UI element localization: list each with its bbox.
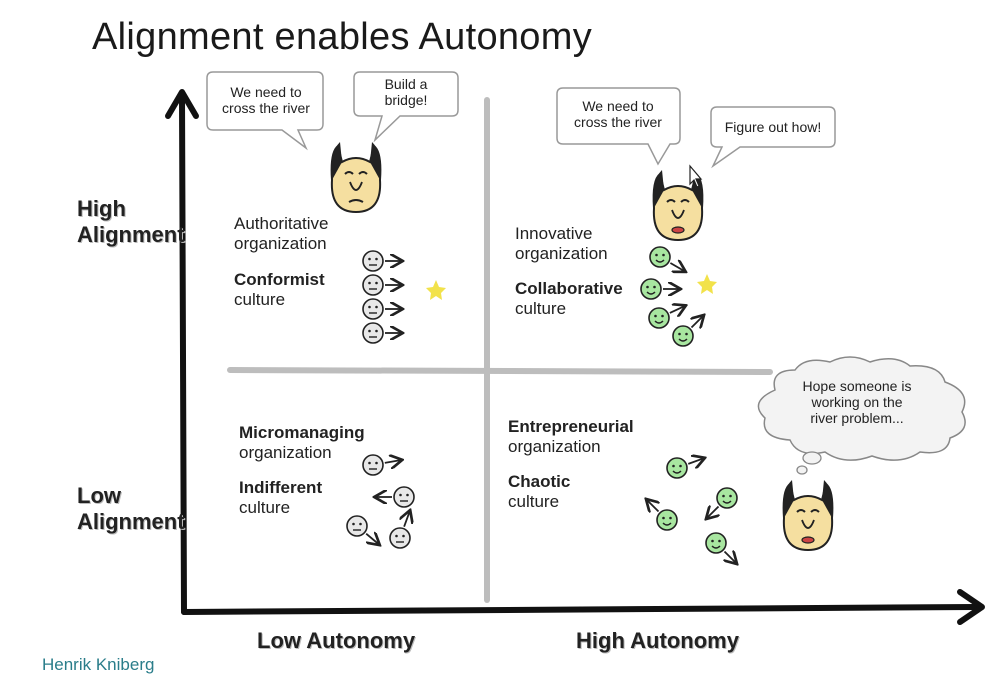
tr-culture-line1: Collaborative xyxy=(515,279,623,298)
tl-org-line1: Authoritative xyxy=(234,214,329,233)
direction-arrow xyxy=(669,263,684,271)
person-face-icon xyxy=(705,532,736,563)
direction-arrow xyxy=(647,500,658,511)
br-culture-line1: Chaotic xyxy=(508,472,571,491)
bl-org-line2: organization xyxy=(239,443,332,462)
tr-org-line2: organization xyxy=(515,244,608,263)
mouse-cursor-icon xyxy=(689,164,703,188)
faces-layer xyxy=(346,246,738,563)
direction-arrow xyxy=(707,506,718,517)
bubble-tl-2-line1: Build a xyxy=(384,76,428,92)
direction-arrow xyxy=(691,316,702,327)
person-face-icon xyxy=(648,306,685,329)
bl-org-label: Micromanaging organization xyxy=(239,423,365,463)
thought-line3: river problem... xyxy=(810,410,904,426)
tl-org-line2: organization xyxy=(234,234,327,253)
thought-dot-2 xyxy=(796,465,808,475)
tl-culture-line1: Conformist xyxy=(234,270,325,289)
x-label-high: High Autonomy xyxy=(576,628,739,653)
direction-arrow xyxy=(384,460,401,463)
person-face-icon xyxy=(707,487,738,518)
boss-figure-tl xyxy=(330,142,382,214)
bl-culture-line2: culture xyxy=(239,498,291,517)
br-org-label: Entrepreneurial organization xyxy=(508,417,634,457)
y-label-low-line2: Alignment xyxy=(77,509,185,534)
person-face-icon xyxy=(362,274,401,296)
direction-arrow xyxy=(687,458,703,463)
y-label-low-line1: Low xyxy=(77,483,121,508)
horizontal-divider xyxy=(227,367,773,375)
direction-arrow xyxy=(366,534,378,544)
speech-bubble-tr-2 xyxy=(710,106,836,169)
bubble-tr-1-line2: cross the river xyxy=(574,114,662,130)
br-culture-label: Chaotic culture xyxy=(508,472,570,512)
bubble-tr-2-text: Figure out how! xyxy=(714,119,832,135)
x-axis xyxy=(181,604,978,615)
thought-line1: Hope someone is xyxy=(802,378,912,394)
tl-org-label: Authoritative organization xyxy=(234,214,329,254)
tl-culture-label: Conformist culture xyxy=(234,270,325,310)
person-face-icon xyxy=(649,246,684,271)
br-org-line1: Entrepreneurial xyxy=(508,417,634,436)
person-face-icon xyxy=(647,500,678,531)
direction-arrow xyxy=(669,306,685,313)
tr-org-label: Innovative organization xyxy=(515,224,608,264)
thought-cloud-text: Hope someone is working on the river pro… xyxy=(782,378,932,426)
bubble-tl-2-text: Build a bridge! xyxy=(358,76,454,108)
person-face-icon xyxy=(672,316,703,347)
speech-bubble-tr-1 xyxy=(556,87,681,166)
direction-arrow xyxy=(724,551,735,562)
speech-bubble-tl-1 xyxy=(206,71,324,151)
br-culture-line2: culture xyxy=(508,492,560,511)
x-axis-arrowhead xyxy=(957,589,985,625)
tr-culture-line2: culture xyxy=(515,299,567,318)
person-face-icon xyxy=(376,486,415,508)
person-face-icon xyxy=(666,458,703,479)
thought-cloud xyxy=(757,356,966,461)
y-label-high-line1: High xyxy=(77,196,126,221)
bl-org-line1: Micromanaging xyxy=(239,423,365,442)
bubble-tr-1-line1: We need to xyxy=(582,98,654,114)
person-face-icon xyxy=(362,455,401,476)
thought-dot-1 xyxy=(802,451,822,465)
person-face-icon xyxy=(362,298,401,320)
thought-line2: working on the xyxy=(811,394,903,410)
bubble-tr-2-line1: Figure out how! xyxy=(724,119,822,135)
bubble-tl-1-text: We need to cross the river xyxy=(213,84,319,116)
bubble-tl-1-line1: We need to xyxy=(230,84,302,100)
author-credit: Henrik Kniberg xyxy=(42,655,155,674)
star-icon-tl xyxy=(426,280,446,300)
bubble-tl-2-line2: bridge! xyxy=(384,92,428,108)
tr-culture-label: Collaborative culture xyxy=(515,279,623,319)
tl-culture-line2: culture xyxy=(234,290,286,309)
star-icon-tr xyxy=(697,274,717,294)
y-label-high: High Alignment xyxy=(77,196,185,248)
bubble-tl-1-line2: cross the river xyxy=(222,100,310,116)
person-face-icon xyxy=(389,512,410,549)
person-face-icon xyxy=(346,515,378,544)
speech-bubble-tl-2 xyxy=(353,71,459,143)
bl-culture-label: Indifferent culture xyxy=(239,478,322,518)
person-face-icon xyxy=(362,250,401,272)
br-org-line2: organization xyxy=(508,437,601,456)
direction-arrow xyxy=(404,512,409,528)
y-axis-arrowhead xyxy=(165,89,199,119)
person-face-icon xyxy=(362,322,401,344)
diagram-title: Alignment enables Autonomy xyxy=(92,16,592,58)
y-label-high-line2: Alignment xyxy=(77,222,185,247)
bubble-tr-1-text: We need to cross the river xyxy=(562,98,674,130)
y-axis xyxy=(179,95,187,615)
boss-figure-br xyxy=(782,480,834,552)
tr-org-line1: Innovative xyxy=(515,224,593,243)
x-label-low: Low Autonomy xyxy=(257,628,416,653)
person-face-icon xyxy=(640,278,679,300)
bl-culture-line1: Indifferent xyxy=(239,478,323,497)
y-label-low: Low Alignment xyxy=(77,483,185,535)
